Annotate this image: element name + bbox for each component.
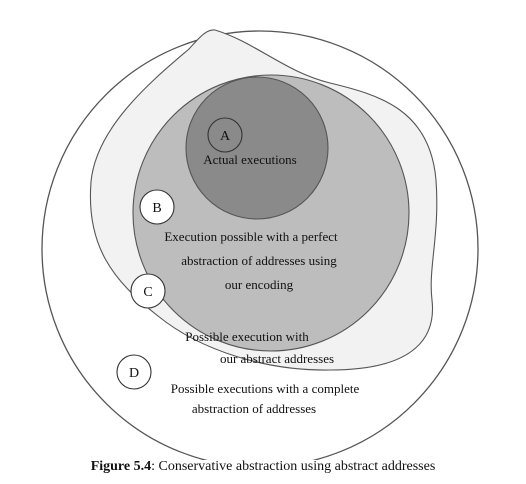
region-c-description-line-1: Possible execution with bbox=[185, 329, 309, 344]
region-b-description-line-3: our encoding bbox=[225, 277, 294, 292]
marker-c-label: C bbox=[143, 285, 152, 300]
marker-d-circle bbox=[116, 354, 152, 390]
figure-caption-text: : Conservative abstraction using abstrac… bbox=[151, 459, 436, 474]
region-b-description-line-2: abstraction of addresses using bbox=[181, 253, 337, 268]
marker-c-circle bbox=[130, 273, 166, 309]
region-c-description-line-2: our abstract addresses bbox=[220, 351, 334, 366]
abstraction-diagram: A B C D Actual executions Execution poss… bbox=[41, 29, 479, 460]
marker-a-label: A bbox=[220, 129, 231, 144]
figure-caption: Figure 5.4: Conservative abstraction usi… bbox=[0, 459, 526, 475]
region-a-label: Actual executions bbox=[203, 152, 297, 167]
region-a-inner-circle bbox=[185, 76, 329, 220]
figure-caption-label: Figure 5.4 bbox=[90, 459, 152, 474]
marker-d-label: D bbox=[129, 366, 139, 381]
region-d-description-line-1: Possible executions with a complete bbox=[171, 381, 360, 396]
marker-a-circle bbox=[207, 117, 243, 153]
region-b-description-line-1: Execution possible with a perfect bbox=[164, 229, 338, 244]
marker-b-circle bbox=[139, 189, 175, 225]
region-d-description-line-2: abstraction of addresses bbox=[192, 401, 316, 416]
marker-b-label: B bbox=[152, 201, 161, 216]
